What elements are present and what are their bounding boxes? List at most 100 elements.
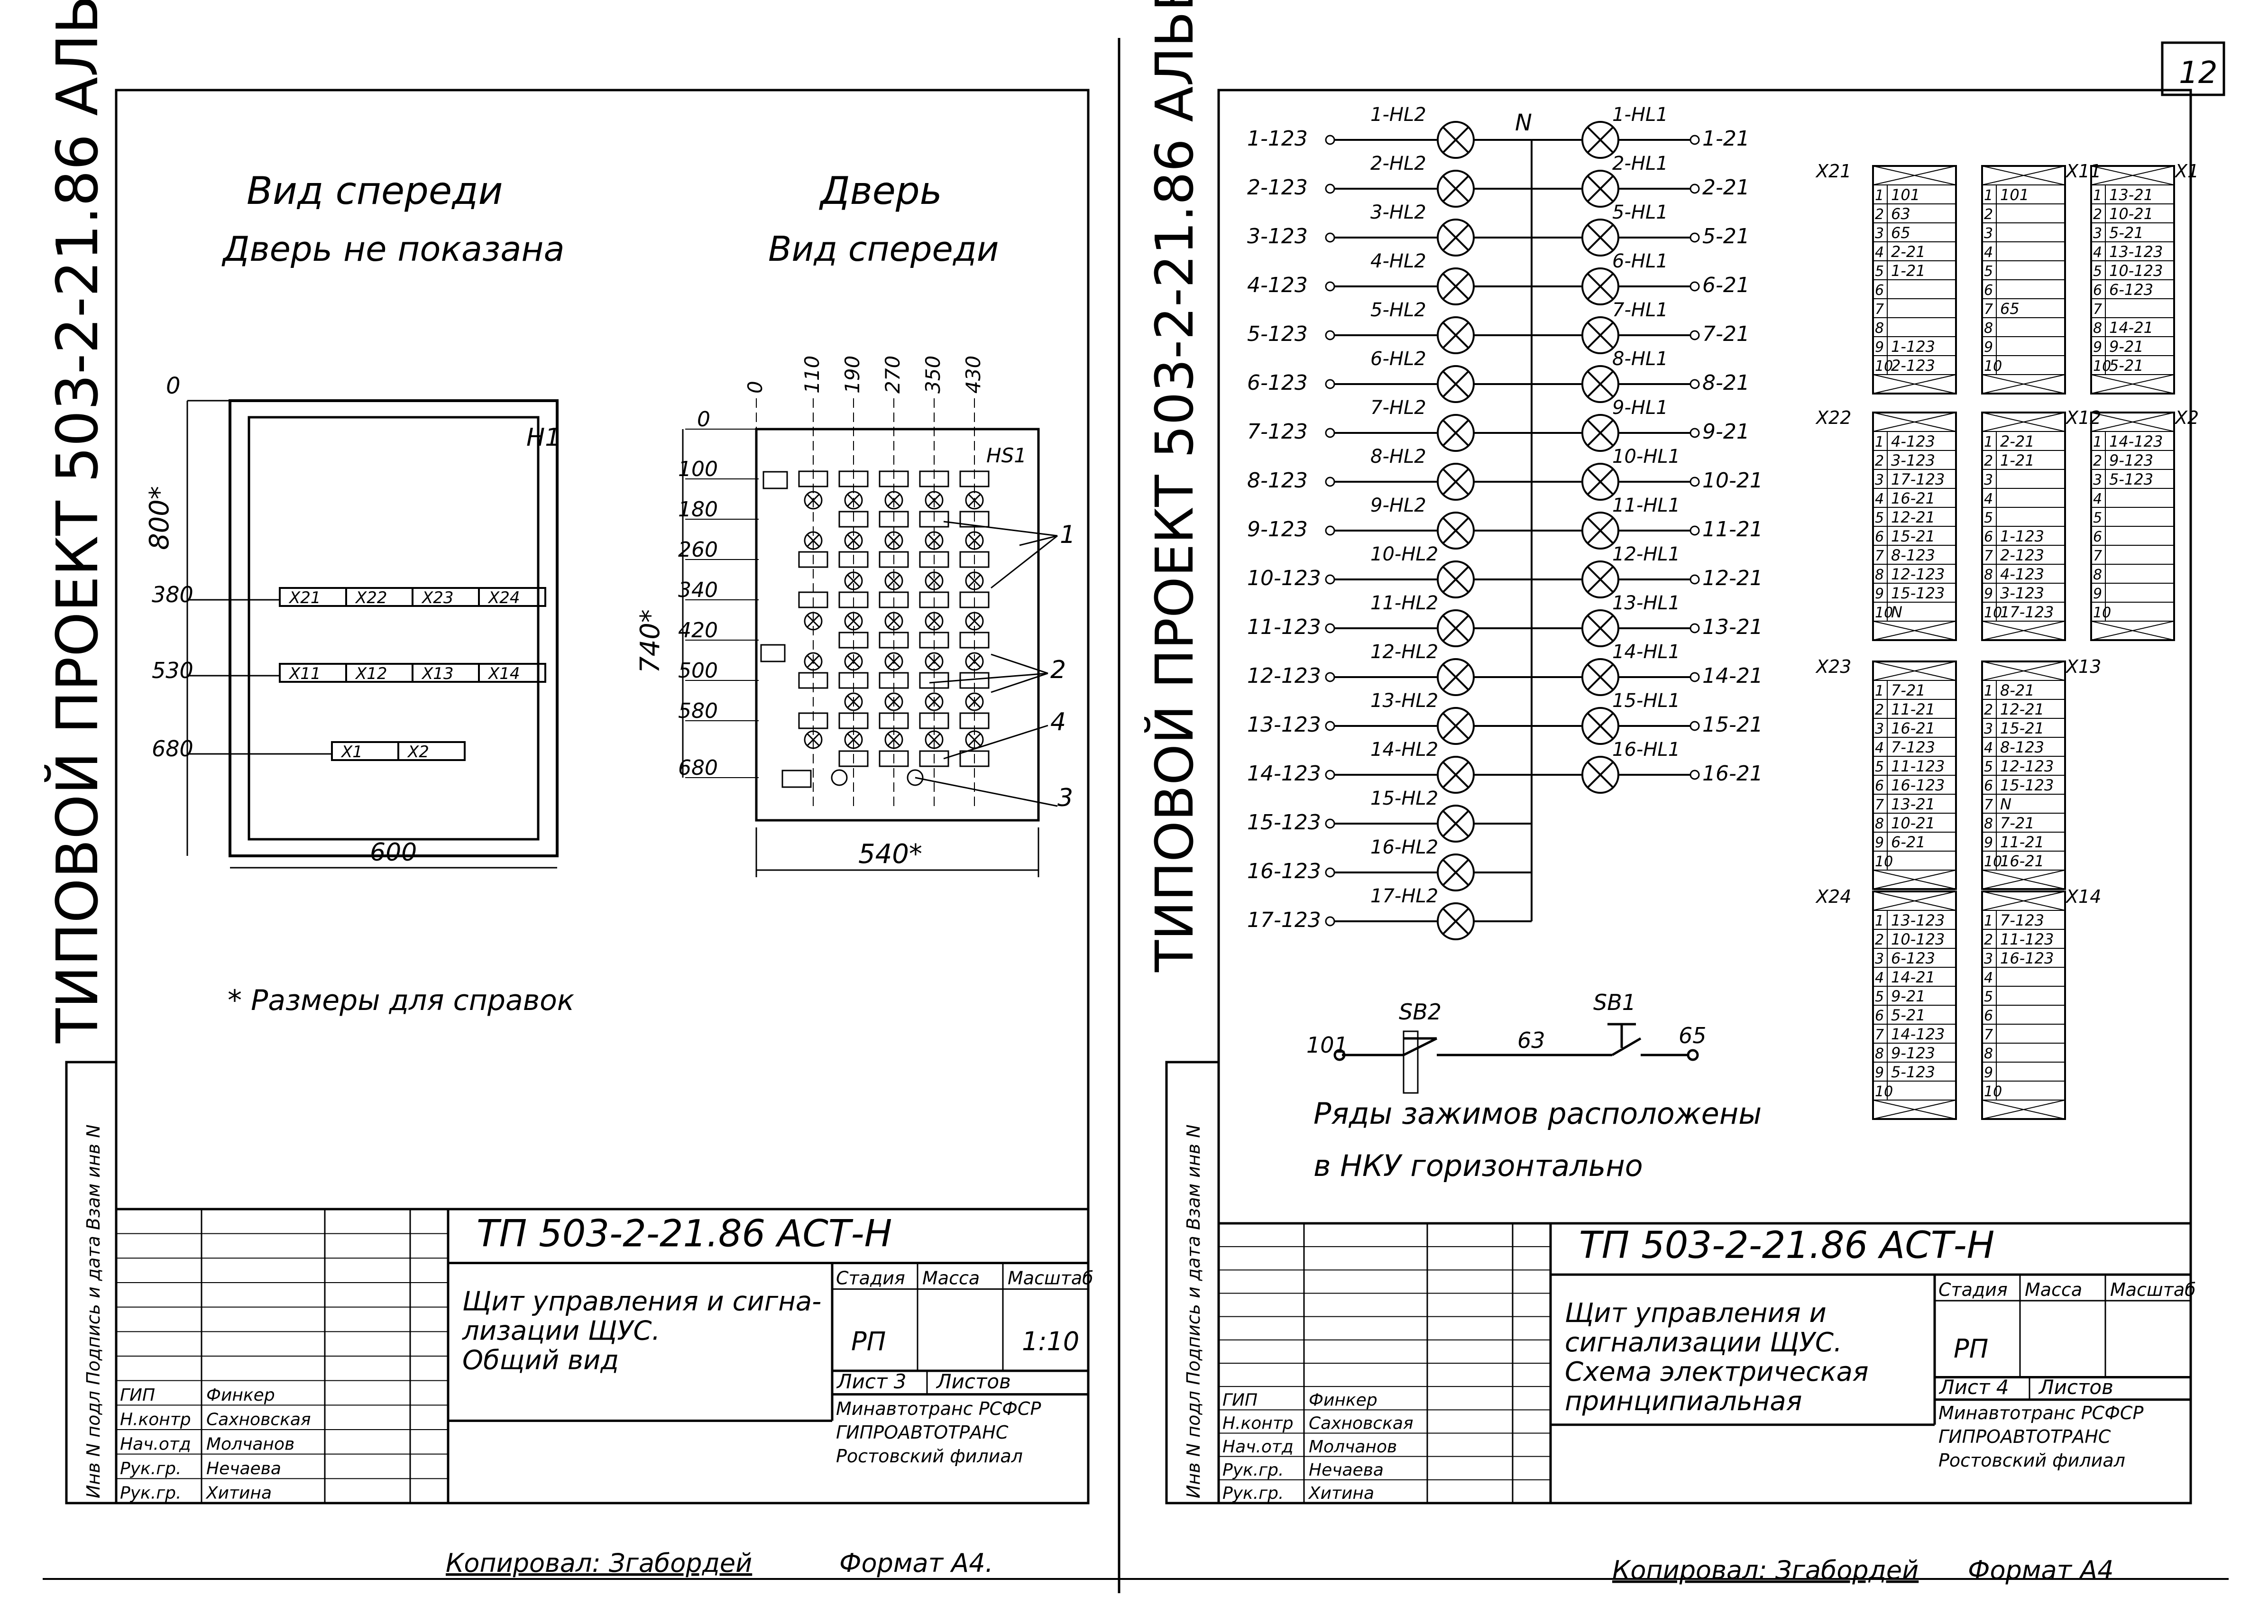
door-lamp (804, 730, 823, 749)
left-lamp-label: 16-HL2 (1370, 836, 1438, 858)
terminal-index: 7 (1875, 1027, 1884, 1043)
door-lamp (844, 652, 863, 671)
terminals-note-line1: Ряды зажимов расположены (1313, 1096, 1762, 1131)
tb-title-line: Щит управления и (1565, 1298, 1827, 1329)
rail-cell (478, 587, 546, 607)
tb-title-line: лизации ЩУС. (462, 1316, 660, 1347)
tb-title-line: принципиальная (1565, 1386, 1802, 1417)
terminal-node (1690, 623, 1700, 633)
lamp-cross (1442, 419, 1469, 447)
terminal-block-name: X1 (2174, 161, 2199, 182)
terminal-node (1690, 477, 1700, 487)
terminal-index: 3 (1875, 472, 1884, 488)
tb-name: Молчанов (1309, 1437, 1397, 1457)
terminal-cross (2091, 165, 2175, 185)
door-lamp-cross (927, 614, 941, 628)
door-signal-block (959, 750, 990, 767)
door-lamp-cross (927, 733, 941, 747)
terminal-wire: 2-123 (1891, 357, 1935, 375)
lamp-cross (1587, 419, 1614, 447)
door-signal-block (959, 511, 990, 528)
terminal-cross (1982, 1100, 2066, 1119)
terminals-note-line2: в НКУ горизонтально (1313, 1148, 1643, 1183)
left-lamp-label: 4-HL2 (1370, 250, 1426, 272)
terminal-index: 6 (1875, 778, 1884, 794)
tb-code: ТП 503-2-21.86 АСТ-Н (1579, 1224, 1994, 1267)
door-lamp-cross (967, 695, 982, 709)
terminal-block-name: X14 (2065, 886, 2101, 907)
terminal-index: 10 (2093, 605, 2111, 621)
door-lamp-cross (887, 695, 901, 709)
terminal-index: 9 (1875, 1064, 1884, 1081)
footer-format-right: Формат А4 (1968, 1555, 2114, 1585)
terminal-cross (1873, 412, 1956, 432)
door-signal-block (919, 712, 949, 729)
door-lamp (965, 692, 984, 711)
terminal-wire: 15-123 (1891, 584, 1945, 602)
terminal-index: 3 (2093, 472, 2102, 488)
door-signal-block (798, 470, 828, 487)
terminal-index: 1 (1875, 683, 1884, 699)
terminal-node (1325, 184, 1335, 194)
terminal-index: 8 (2093, 567, 2102, 583)
lamp-cross (1442, 517, 1469, 544)
tb-stage-header: Стадия (1938, 1279, 2008, 1300)
dim-zero: 0 (166, 373, 181, 399)
lamp-cross (1442, 126, 1469, 154)
terminal-index: 10 (1984, 853, 2002, 870)
door-lamp-cross (806, 614, 820, 628)
terminal-node (1690, 330, 1700, 340)
door-signal-block (919, 591, 949, 608)
tb-role: Н.контр (1222, 1414, 1294, 1433)
terminal-wire: 5-123 (2109, 470, 2153, 488)
terminal-cross (1982, 374, 2066, 394)
left-lamp-label: 14-HL2 (1370, 739, 1438, 761)
door-lamp-cross (846, 493, 861, 507)
door-lamp (844, 491, 863, 510)
door-signal-block (838, 551, 869, 568)
terminal-wire: 9-21 (1891, 987, 1926, 1005)
tb-role: Рук.гр. (120, 1459, 181, 1478)
terminal-node (1325, 867, 1335, 878)
terminal-node (1690, 184, 1700, 194)
terminal-node (1690, 428, 1700, 438)
terminal-wire: 4-123 (1891, 432, 1935, 450)
door-top-tick: 350 (921, 356, 945, 394)
door-lamp (884, 571, 903, 590)
terminal-block-name: X24 (1815, 886, 1851, 907)
door-lamp (804, 491, 823, 510)
terminal-node (1325, 135, 1335, 145)
left-wire-label: 11-123 (1247, 615, 1321, 639)
door-lamp (965, 571, 984, 590)
left-lamp-label: 10-HL2 (1370, 543, 1438, 565)
terminal-index: 10 (2093, 358, 2111, 375)
terminal-node (1690, 574, 1700, 585)
terminal-cross (1873, 1100, 1956, 1119)
door-signal-block (781, 770, 812, 788)
terminal-cross (1982, 891, 2066, 911)
terminal-index: 7 (2093, 548, 2102, 564)
lamp-cross (1587, 224, 1614, 251)
node-63: 63 (1517, 1028, 1545, 1053)
terminal-cross (1873, 870, 1956, 890)
lamp-cross (1442, 810, 1469, 837)
door-lamp (925, 531, 944, 550)
lamp-cross (1442, 468, 1469, 495)
left-wire-label: 15-123 (1247, 810, 1321, 835)
door-lamp (884, 491, 903, 510)
terminal-cross (1982, 870, 2066, 890)
terminal-index: 7 (2093, 301, 2102, 318)
terminal-wire: 16-21 (1891, 719, 1935, 737)
lamp-cross (1442, 224, 1469, 251)
terminal-node (1690, 281, 1700, 292)
door-lamp-cross (967, 654, 982, 669)
left-lamp-label: 17-HL2 (1370, 885, 1438, 907)
tb-name: Сахновская (206, 1410, 311, 1430)
terminal-cross (2091, 412, 2175, 432)
terminal-wire: 2-21 (1891, 243, 1926, 261)
terminal-index: 10 (1984, 358, 2002, 375)
terminal-index: 1 (1984, 683, 1993, 699)
node-101: 101 (1306, 1032, 1348, 1058)
